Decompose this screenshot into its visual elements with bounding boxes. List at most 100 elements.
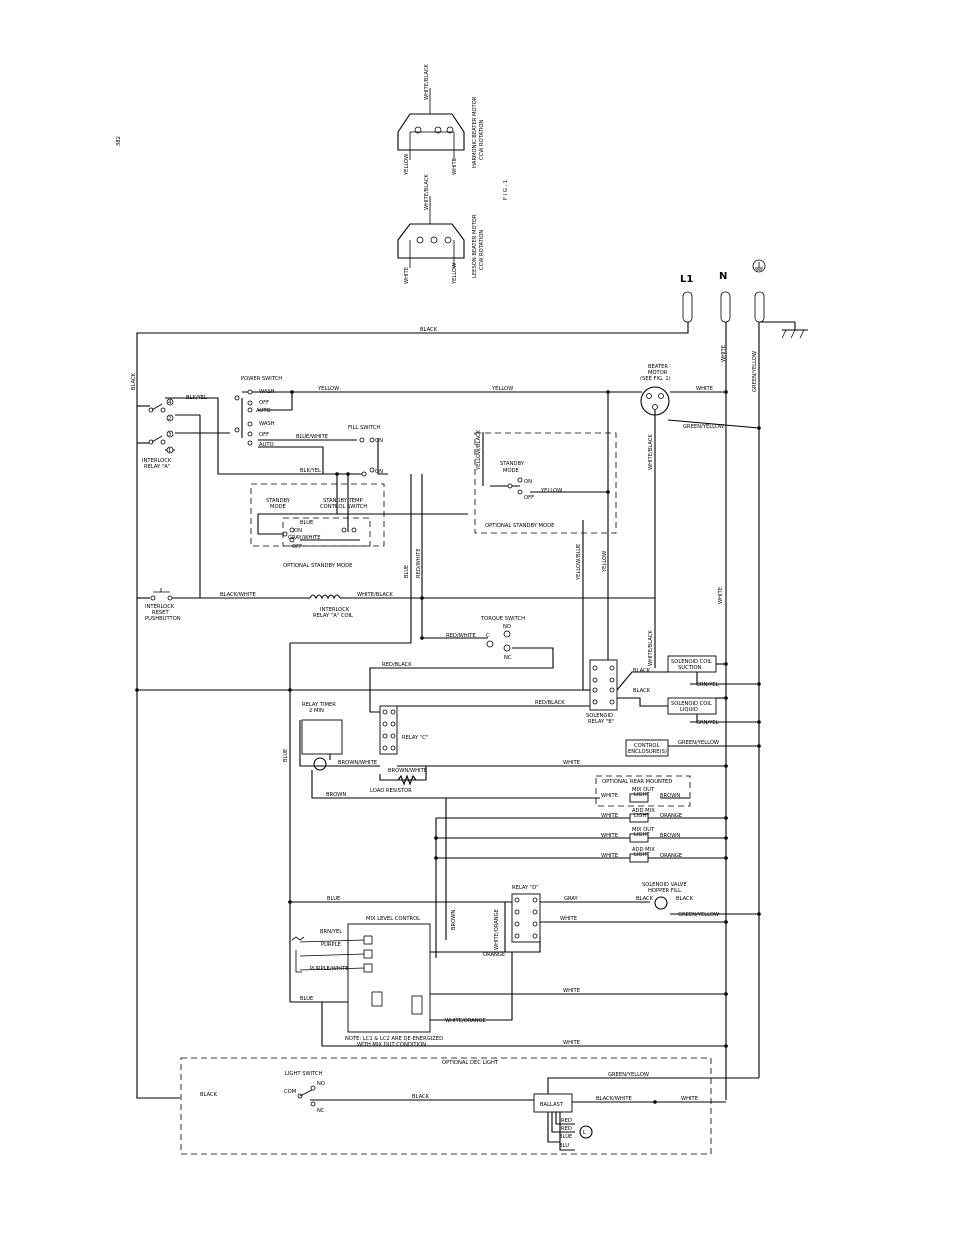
interlock-relay-label-1: INTERLOCK (142, 458, 172, 464)
standby-right-on: ON (524, 479, 532, 485)
lbl-green-yellow-valve: GREEN/YELLOW (678, 912, 719, 918)
fig1-leeson-motor: WHITE/BLACK WHITE YELLOW LEESON BEATER M… (397, 174, 485, 285)
solenoid-coil-suction: SOLENOID COIL SUCTION (667, 655, 717, 673)
light-switch-label: LIGHT SWITCH (285, 1071, 323, 1077)
lbl-white-black-1: WHITE/BLACK (648, 434, 654, 470)
reset-label-2: RESET (152, 610, 169, 616)
standby-mode-right-1: STANDBY (500, 461, 525, 467)
standby-mode-switch-right: STANDBY MODE ON OFF YELLOW OPTIONAL STAN… (485, 461, 562, 529)
lbl-yellow-1: YELLOW (317, 386, 339, 392)
torque-no: NO (503, 624, 511, 630)
liquid-label-2: LIQUID (680, 707, 698, 713)
lbl-green-yellow-motor: GREEN/YELLOW (683, 424, 724, 430)
solenoid-coil-liquid: SOLENOID COIL LIQUID (667, 697, 717, 715)
mix-out-light-2a: MIX OUT (632, 827, 655, 833)
lbl-black-dec: BLACK (200, 1092, 218, 1098)
dec-light: OPTIONAL DEC LIGHT LIGHT SWITCH COM NO N… (284, 1060, 593, 1139)
power-switch-auto-1: AUTO (256, 408, 271, 414)
power-switch-off-2: OFF (259, 432, 269, 438)
wires (136, 322, 760, 1151)
fig1a-top-label: WHITE/BLACK (424, 64, 430, 100)
wire-gray-white: GRAY/WHITE (288, 535, 320, 541)
relay-d: RELAY "D" (511, 885, 541, 943)
optional-dec-light-box (180, 1057, 712, 1155)
fill-switch-on: ON (375, 438, 383, 444)
power-switch-off-1: OFF (259, 400, 269, 406)
lbl-blue-1: BLUE (404, 565, 410, 578)
add-mix-light-1b: LIGHT (634, 813, 650, 819)
beater-motor-label-1: BEATER (648, 364, 668, 370)
standby-on: ON (294, 528, 302, 534)
lbl-red-dec-2: RED (561, 1126, 572, 1132)
fig1-harmonic-motor: WHITE/BLACK YELLOW WHITE HARMONIC BEATER… (397, 64, 485, 176)
lbl-white-bottom: WHITE (563, 1040, 580, 1046)
lbl-white-motor: WHITE (696, 386, 713, 392)
lbl-red-dec: RED (561, 1118, 572, 1124)
power-switch-label: POWER SWITCH (241, 376, 282, 382)
lbl-yellow-black: YELLOW/BLACK (476, 429, 482, 471)
l1-label: L1 (680, 274, 693, 285)
lbl-black-top: BLACK (420, 327, 438, 333)
lbl-brown-white-1: BROWN/WHITE (338, 760, 377, 766)
lbl-purple: PURPLE (321, 942, 341, 948)
lbl-black-dec-2: BLACK (412, 1094, 430, 1100)
lbl-grn-yel-1: GRN/YEL (696, 682, 719, 688)
fig1b-caption2: CCW ROTATION (479, 230, 485, 270)
fill-switch: FILL SWITCH ON ON (348, 425, 383, 477)
fig1a-right-label: WHITE (452, 158, 458, 175)
lbl-black-valve-2: BLACK (676, 896, 694, 902)
beater-motor: BEATER MOTOR (SEE FIG. 1) (640, 364, 671, 416)
power-switch-wash-1: WASH (259, 389, 275, 395)
liquid-label-1: SOLENOID COIL (671, 701, 712, 707)
suction-label-2: SUCTION (678, 665, 701, 671)
lbl-green-yellow-dec: GREEN/YELLOW (608, 1072, 649, 1078)
torque-switch: TORQUE SWITCH C NO NC (480, 616, 525, 661)
beater-motor-label-3: (SEE FIG. 1) (640, 376, 671, 382)
lbl-black-relay-b1: BLACK (633, 668, 651, 674)
enclosure-label-2: ENCLOSURE(S) (628, 749, 667, 755)
fig1-label: F I G . 1 (503, 180, 509, 200)
n-label: N (719, 271, 727, 282)
lbl-red-white-1: RED/WHITE (416, 548, 422, 578)
lbl-yellow-3: YELLOW (602, 551, 608, 573)
lbl-red-black-2: RED/BLACK (535, 700, 565, 706)
lbl-brown-r1: BROWN (660, 793, 680, 799)
power-switch-wash-2: WASH (259, 421, 275, 427)
term-1: 1 (168, 448, 171, 454)
light-switch-com: COM (284, 1089, 296, 1095)
valve-label-2: HOPPER FILL (648, 888, 681, 894)
torque-switch-label: TORQUE SWITCH (480, 616, 525, 622)
lbl-blk-yel-1: BLK/YEL (186, 395, 207, 401)
light-switch-no: NO (317, 1081, 325, 1087)
wire-blue-standby: BLUE (300, 520, 313, 526)
relay-terminal-numbers: 4 2 3 1 (168, 400, 172, 454)
interlock-reset-pushbutton[interactable]: INTERLOCK RESET PUSHBUTTON (145, 588, 181, 622)
blk-yel-on: ON (375, 469, 383, 475)
lbl-black-white: BLACK/WHITE (220, 592, 256, 598)
lbl-green-yellow-g: GREEN/YELLOW (752, 351, 758, 392)
fig1a-caption1: HARMONIC BEATER MOTOR (472, 96, 478, 168)
mix-level-label: MIX LEVEL CONTROL (366, 916, 420, 922)
lamp-label: L (583, 1130, 586, 1136)
optional-rear-box (595, 775, 691, 807)
relay-timer-label-2: 2 MIN (309, 708, 324, 714)
standby-mode-right-2: MODE (503, 468, 519, 474)
lbl-black-valve: BLACK (636, 896, 654, 902)
standby-temp-control: STANDBY MODE STANDBY TEMP CONTROL SWITCH… (266, 498, 371, 569)
light-switch-nc: NC (317, 1108, 325, 1114)
add-mix-light-1a: ADD MIX (632, 808, 655, 814)
interlock-relay-label-2: RELAY "A" (144, 464, 170, 470)
lamp-icon (579, 1125, 593, 1139)
lbl-gray: GRAY (564, 896, 579, 902)
solenoid-relay-b: SOLENOID RELAY "B" (586, 659, 618, 725)
lbl-white-orange-1: WHITE/ORANGE (494, 909, 500, 950)
lbl-brown-2: BROWN (451, 910, 457, 930)
lbl-blue-dec: BLUE (559, 1134, 572, 1140)
lbl-brown-white-2: BROWN/WHITE (388, 768, 427, 774)
standby-mode-label-2: MODE (270, 504, 286, 510)
relay-b-label-2: RELAY "B" (588, 719, 614, 725)
junction-dots (135, 390, 761, 1104)
mix-out-light-2b: LIGHT (634, 832, 650, 838)
ballast-box (533, 1093, 573, 1113)
lbl-black-left: BLACK (131, 372, 137, 390)
